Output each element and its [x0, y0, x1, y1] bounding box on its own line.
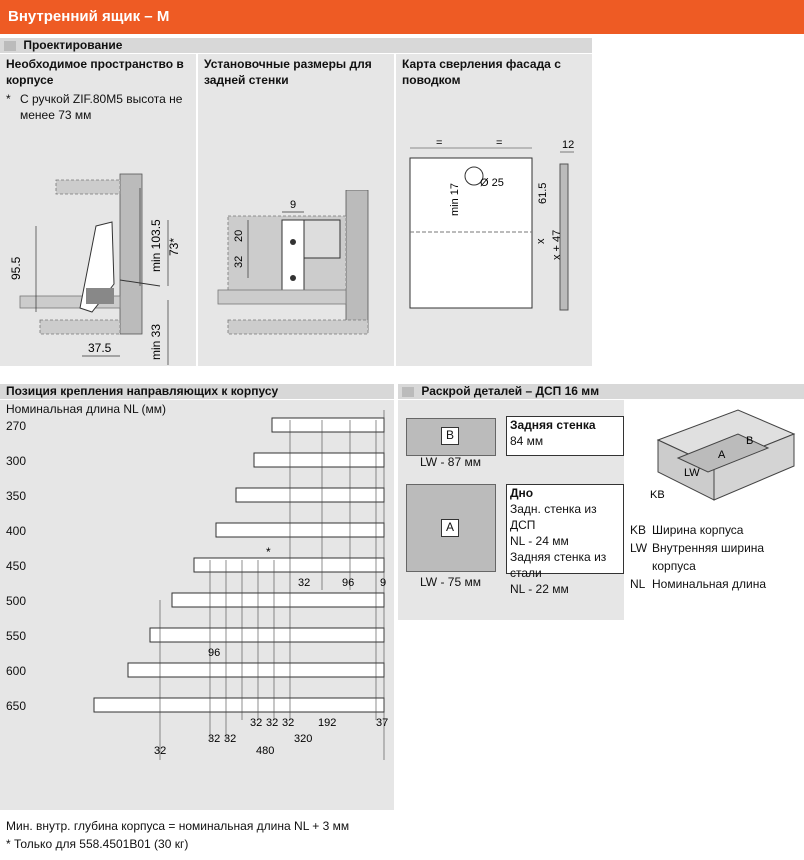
length-label: 300: [6, 454, 27, 468]
space-heading: Необходимое пространство в корпусе: [6, 57, 184, 87]
pos-dim-32c2: 32: [266, 717, 278, 729]
pos-dim-32: 32: [298, 577, 310, 589]
length-label: 450: [6, 559, 27, 573]
part-b-info: Задняя стенка 84 мм: [506, 416, 624, 456]
footer-line-1: Мин. внутр. глубина корпуса = номинальна…: [6, 819, 350, 833]
pos-dim-320: 320: [294, 733, 312, 745]
legend-text-2: корпуса: [652, 559, 696, 573]
dim-min-33: min 33: [149, 324, 163, 360]
space-note: С ручкой ZIF.80M5 высота не менее 73 мм: [20, 92, 183, 122]
dim-95-5: 95.5: [9, 256, 23, 280]
part-a-line: NL - 24 мм: [510, 534, 569, 548]
length-label: 500: [6, 594, 27, 608]
drill-min17: min 17: [449, 183, 461, 216]
design-section-label: Проектирование: [23, 38, 123, 52]
rear-diagram: 9 20 32: [217, 190, 369, 335]
drill-12: 12: [562, 140, 574, 151]
pos-dim-9: 9: [380, 577, 386, 589]
length-label: 600: [6, 664, 27, 678]
legend-row: LW Внутренняя ширина корпуса: [630, 540, 800, 576]
dim-73-star: 73*: [167, 238, 181, 256]
page-title: Внутренний ящик – M: [8, 8, 170, 25]
legend-text: Ширина корпуса: [652, 523, 744, 537]
dim-37-5: 37.5: [88, 341, 112, 355]
iso-drawer: KB LW A B: [650, 409, 796, 501]
cutting-heading-bar: Раскрой деталей – ДСП 16 мм: [398, 384, 804, 399]
length-label: 550: [6, 629, 27, 643]
pos-dim-32e: 32: [154, 745, 166, 757]
part-a-info: Дно Задн. стенка из ДСП NL - 24 мм Задня…: [506, 484, 624, 596]
iso-kb: KB: [650, 489, 665, 501]
runners-diagram: * 32 96 9 96 32 32 32 192 37 32 32 320 3…: [93, 410, 388, 760]
rear-heading: Установочные размеры для задней стенки: [204, 57, 372, 87]
star-marker: *: [266, 545, 271, 559]
length-label: 270: [6, 419, 27, 433]
drill-heading: Карта сверления фасада с поводком: [402, 57, 561, 87]
legend-code: NL: [630, 577, 646, 591]
drill-eq-left: =: [436, 140, 442, 149]
part-a-label: A: [441, 519, 459, 537]
part-a-line: NL - 22 мм: [510, 582, 569, 596]
part-b-label: B: [441, 427, 459, 445]
dim-20: 20: [233, 230, 245, 242]
pos-dim-37: 37: [376, 717, 388, 729]
drill-d25: Ø 25: [480, 177, 504, 189]
design-section-bar: Проектирование: [0, 38, 592, 53]
iso-lw: LW: [684, 467, 700, 479]
legend: KB Ширина корпуса LW Внутренняя ширина к…: [630, 522, 800, 594]
length-label: 350: [6, 489, 27, 503]
space-panel: [0, 54, 196, 366]
footer-line-2: * Только для 558.4501B01 (30 кг): [6, 837, 189, 851]
section-flag-icon: [4, 40, 16, 51]
pos-dim-32c1: 32: [250, 717, 262, 729]
legend-text: Номинальная длина: [652, 577, 766, 591]
part-b-title: Задняя стенка: [510, 418, 596, 432]
cutting-flag-icon: [402, 386, 414, 397]
part-a-line: Задн. стенка из ДСП: [510, 502, 597, 532]
drill-diagram: = = 12 min 17 Ø 25 61.5 x + 47 x: [409, 140, 574, 311]
pos-dim-32c3: 32: [282, 717, 294, 729]
legend-text: Внутренняя ширина: [652, 541, 765, 555]
part-b-value: 84 мм: [510, 434, 544, 448]
title-bar: Внутренний ящик – M: [0, 0, 804, 34]
dim-9: 9: [290, 199, 296, 211]
part-a-line: Задняя стенка из стали: [510, 550, 607, 580]
drill-61-5: 61.5: [537, 183, 549, 204]
positions-subheading: Номинальная длина NL (мм): [6, 402, 167, 416]
cutting-heading: Раскрой деталей – ДСП 16 мм: [421, 384, 600, 398]
part-b: B: [406, 418, 496, 456]
space-note-marker: *: [6, 92, 11, 106]
part-a-width: LW - 75 мм: [420, 575, 481, 589]
length-label: 400: [6, 524, 27, 538]
pos-dim-96: 96: [342, 577, 354, 589]
runner-bars: [93, 417, 385, 713]
pos-dim-480: 480: [256, 745, 274, 757]
pos-dim-96b: 96: [208, 647, 220, 659]
legend-row: NL Номинальная длина: [630, 576, 800, 594]
legend-row: KB Ширина корпуса: [630, 522, 800, 540]
part-a: A: [406, 484, 496, 572]
positions-heading-bar: Позиция крепления направляющих к корпусу: [0, 384, 394, 399]
pos-dim-32d2: 32: [224, 733, 236, 745]
legend-code: LW: [630, 541, 648, 555]
dim-32-rear: 32: [233, 256, 245, 268]
iso-b: B: [746, 435, 753, 447]
drill-x: x: [535, 238, 547, 244]
dim-min-103-5: min 103.5: [149, 219, 163, 272]
part-a-title: Дно: [510, 486, 534, 500]
length-label: 650: [6, 699, 27, 713]
pos-dim-32d1: 32: [208, 733, 220, 745]
part-b-width: LW - 87 мм: [420, 455, 481, 469]
pos-dim-192: 192: [318, 717, 336, 729]
positions-heading: Позиция крепления направляющих к корпусу: [6, 384, 279, 398]
iso-a: A: [718, 449, 726, 461]
drill-eq-right: =: [496, 140, 502, 149]
drill-x47: x + 47: [551, 230, 563, 260]
legend-code: KB: [630, 523, 647, 537]
space-diagram: 95.5 min 103.5 73* min 33 37.5: [9, 173, 181, 365]
